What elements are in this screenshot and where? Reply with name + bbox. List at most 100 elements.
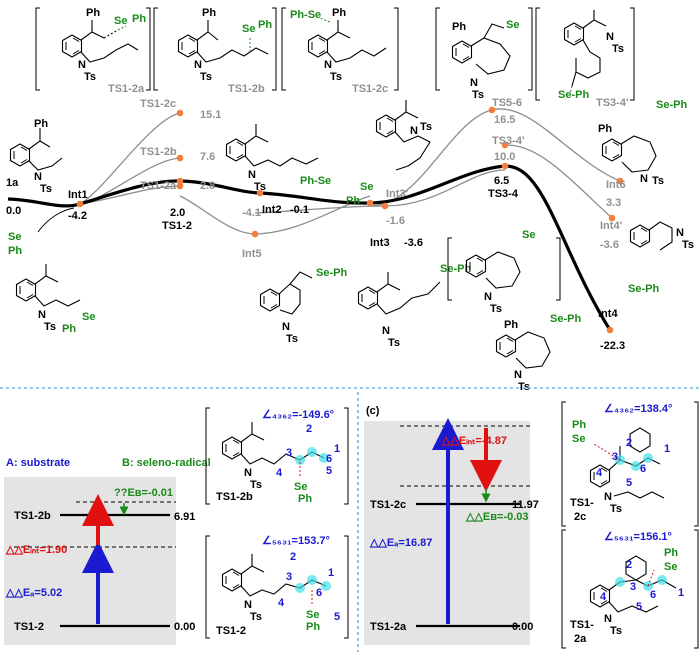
- num-b2-4: 4: [278, 597, 285, 609]
- atom-ts-1: Ts: [84, 71, 96, 83]
- num-c2-2: 2: [626, 559, 632, 571]
- atom-se-4: Se: [506, 19, 519, 31]
- struct-ts12c-a: TS1-: [570, 497, 594, 509]
- num-b1-3: 3: [286, 447, 292, 459]
- value-ts34p: 10.0: [494, 151, 515, 163]
- atom-ts-b1: Ts: [250, 479, 262, 491]
- atom-ts-int2: Ts: [254, 181, 266, 193]
- value-ts12b: 7.6: [200, 151, 215, 163]
- num-b2-6: 6: [316, 587, 322, 599]
- atom-n-int2: N: [248, 169, 256, 181]
- point-int4: [606, 326, 614, 334]
- atom-ts-int3: Ts: [388, 337, 400, 349]
- value-ts12b-panel: 6.91: [174, 511, 195, 523]
- atom-ph-rad: Ph: [8, 245, 22, 257]
- value-ts12a: 2.8: [200, 180, 215, 192]
- level-ts12: TS1-2: [14, 621, 44, 633]
- atom-se-b2: Se: [306, 609, 319, 621]
- atom-ts-int4p: Ts: [682, 239, 694, 251]
- point-int6: [616, 177, 624, 185]
- atom-n-c1: N: [604, 491, 612, 503]
- atom-ts-c2: Ts: [610, 625, 622, 637]
- atom-n-int3: N: [382, 325, 390, 337]
- ts-label-c: TS1-2c: [352, 83, 388, 95]
- atom-ts-int4: Ts: [518, 381, 530, 393]
- ts-label-b: TS1-2b: [228, 83, 265, 95]
- num-c1-5: 5: [626, 477, 632, 489]
- atom-n-int1: N: [38, 309, 46, 321]
- atom-ph-c1: Ph: [572, 419, 586, 431]
- atom-ts-3: Ts: [330, 71, 342, 83]
- value-ts12-panel: 0.00: [174, 621, 195, 633]
- value-ts12: 2.0: [170, 207, 185, 219]
- struct-ts12c-b: 2c: [574, 511, 586, 523]
- atom-se-2: Se: [242, 23, 255, 35]
- label-ts12a: TS1-2a: [140, 180, 177, 192]
- num-c1-3: 3: [612, 451, 618, 463]
- value-ts56: 16.5: [494, 114, 515, 126]
- label-int3p: Int3': [386, 188, 409, 200]
- struct-ts12a-a: TS1-: [570, 619, 594, 631]
- value-int3p: -1.6: [386, 215, 405, 227]
- ea-c-label: △△Eₐ=16.87: [369, 537, 432, 549]
- atom-ph-int1: Ph: [62, 323, 76, 335]
- label-1a: 1a: [6, 177, 19, 189]
- eint-label: △△Eᵢₙₜ=1.90: [5, 544, 67, 556]
- point-ts34: [501, 162, 509, 170]
- atom-ph-int3p: Ph: [346, 195, 360, 207]
- energy-labels: 1a 0.0 Int1 -4.2 TS1-2c 15.1 TS1-2b 7.6 …: [6, 97, 626, 352]
- legend-substrate: A: substrate: [6, 457, 70, 469]
- atom-ph-1a: Ph: [34, 118, 48, 130]
- label-int5: Int5: [242, 248, 262, 260]
- label-int3: Int3: [370, 237, 390, 249]
- angle-b1: ∠₄₃₆₂=-149.6°: [262, 409, 334, 421]
- atom-ph-4: Ph: [452, 21, 466, 33]
- atom-seph-5: Se-Ph: [558, 89, 589, 101]
- atom-se-c1: Se: [572, 433, 585, 445]
- ts-structure-row: [35, 7, 635, 101]
- atom-n-int4p: N: [676, 227, 684, 239]
- atom-n-1: N: [78, 59, 86, 71]
- atom-ts-int5: Ts: [286, 333, 298, 345]
- value-int2: -0.1: [290, 204, 309, 216]
- num-c2-1: 1: [678, 587, 684, 599]
- atom-se-1: Se: [114, 15, 127, 27]
- point-ts12a: [176, 182, 184, 190]
- atom-ts-c1: Ts: [610, 503, 622, 515]
- atom-seph-int4p: Se-Ph: [628, 283, 659, 295]
- atom-phse-3: Ph-Se: [290, 9, 321, 21]
- point-ts12: [176, 177, 184, 185]
- atom-n-int5: N: [282, 321, 290, 333]
- angle-b2: ∠₅₆₃₁=153.7°: [262, 535, 330, 547]
- value-1a: 0.0: [6, 205, 21, 217]
- atom-ph-3: Ph: [332, 7, 346, 19]
- label-int4: Int4: [598, 308, 618, 320]
- atom-ph-se-1: Ph: [132, 13, 146, 25]
- atom-n-int-ring: N: [484, 291, 492, 303]
- label-ts34p: TS3-4': [492, 135, 525, 147]
- atom-ph-2: Ph: [202, 7, 216, 19]
- atom-n-b2: N: [244, 599, 252, 611]
- point-int4p: [608, 214, 616, 222]
- num-b1-5: 5: [326, 465, 332, 477]
- level-ts12b: TS1-2b: [14, 510, 51, 522]
- value-int1: -4.2: [68, 210, 87, 222]
- point-ts56: [488, 106, 496, 114]
- num-c1-1: 1: [664, 443, 670, 455]
- panel-c-tag: (c): [366, 405, 380, 417]
- atom-se-rad: Se: [8, 231, 21, 243]
- num-b2-1: 1: [328, 567, 334, 579]
- point-int1: [76, 200, 84, 208]
- atom-seph-int6: Se-Ph: [656, 99, 687, 111]
- num-c2-4: 4: [600, 591, 607, 603]
- point-ts12c: [176, 109, 184, 117]
- atom-ph-b1: Ph: [298, 493, 312, 505]
- atom-seph-int4: Se-Ph: [550, 313, 581, 325]
- point-int3: [366, 199, 374, 207]
- top-structure-labels: Ph Se Ph N Ts Ph Se Ph N Ts Ph-Se Ph N T…: [78, 7, 629, 109]
- level-ts12c: TS1-2c: [370, 499, 406, 511]
- value-ts12c-panel: 11.97: [512, 499, 539, 511]
- label-int2: Int2: [262, 204, 282, 216]
- atom-n-int4: N: [514, 369, 522, 381]
